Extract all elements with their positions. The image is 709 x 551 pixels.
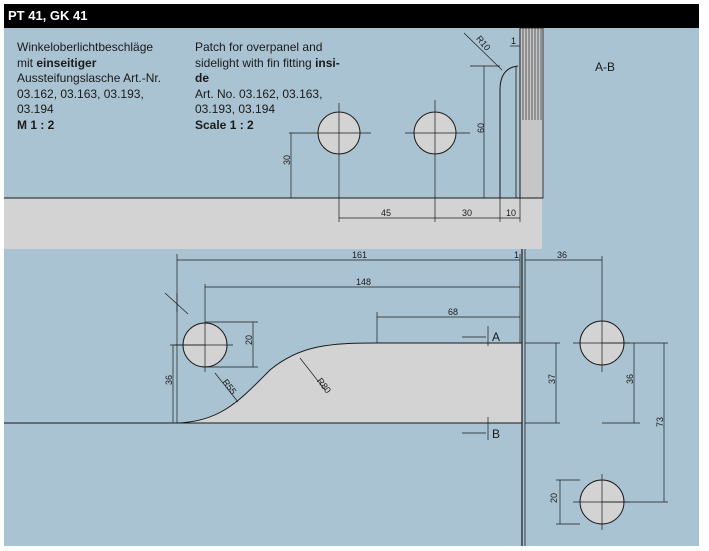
dim-73: 73 — [655, 417, 665, 427]
dim-top-30: 30 — [462, 208, 472, 218]
dim-top-30-vertical: 30 — [282, 155, 292, 165]
en-line-4: Art. No. 03.162, 03.163, — [195, 86, 323, 101]
en-scale: Scale 1 : 2 — [195, 117, 254, 132]
dim-top-60: 60 — [476, 123, 486, 133]
fin-grooves — [522, 28, 542, 120]
de-line-2-bold: einseitiger — [36, 55, 97, 70]
de-scale: M 1 : 2 — [17, 117, 55, 132]
dim-top-1: 1 — [511, 36, 516, 46]
description-german: Winkeloberlichtbeschläge mit einseitiger… — [17, 40, 161, 133]
fin-bar — [519, 27, 544, 199]
section-label: A-B — [595, 60, 615, 74]
en-line-2: sidelight with fin fitting insi- — [195, 56, 340, 72]
top-fitting-body — [4, 28, 520, 198]
dim-68: 68 — [448, 307, 458, 317]
top-glass-panel-2 — [500, 198, 542, 249]
dim-bottom-20-right: 20 — [549, 493, 559, 503]
dim-bottom-20-left: 20 — [244, 335, 254, 345]
en-line-3-bold: de — [195, 71, 210, 85]
dim-148: 148 — [356, 277, 371, 287]
de-line-1: Winkeloberlichtbeschläge — [17, 40, 154, 54]
en-line-2-bold: insi- — [315, 55, 340, 70]
de-line-2: mit einseitiger — [17, 56, 161, 72]
de-scale-row: M 1 : 2 — [17, 118, 161, 134]
header-title: PT 41, GK 41 — [4, 4, 699, 28]
en-scale-row: Scale 1 : 2 — [195, 118, 340, 134]
dim-bottom-36-top: 36 — [557, 250, 567, 260]
de-line-4: 03.162, 03.163, 03.193, — [17, 86, 144, 101]
dim-10: 10 — [506, 208, 516, 218]
dim-bottom-36-right: 36 — [625, 374, 635, 384]
en-line-1: Patch for overpanel and — [195, 40, 323, 54]
section-mark-a: A — [492, 330, 500, 344]
dim-45: 45 — [381, 208, 391, 218]
dim-bottom-36-left: 36 — [164, 375, 174, 385]
en-line-5: 03.193, 03.194 — [195, 102, 276, 116]
description-english: Patch for overpanel and sidelight with f… — [195, 40, 340, 133]
bottom-fitting-body — [4, 343, 522, 423]
dim-161: 161 — [352, 250, 367, 260]
en-line-2-pre: sidelight with fin fitting — [195, 55, 316, 70]
de-line-3: Aussteifungslasche Art.-Nr. — [17, 71, 162, 85]
dim-bottom-1: 1 — [514, 250, 519, 260]
section-mark-b: B — [492, 427, 500, 441]
de-line-5: 03.194 — [17, 102, 54, 116]
dim-37: 37 — [547, 374, 557, 384]
de-line-2-pre: mit — [17, 55, 37, 70]
top-glass-panel — [4, 198, 500, 249]
en-line-3: de — [195, 71, 340, 87]
